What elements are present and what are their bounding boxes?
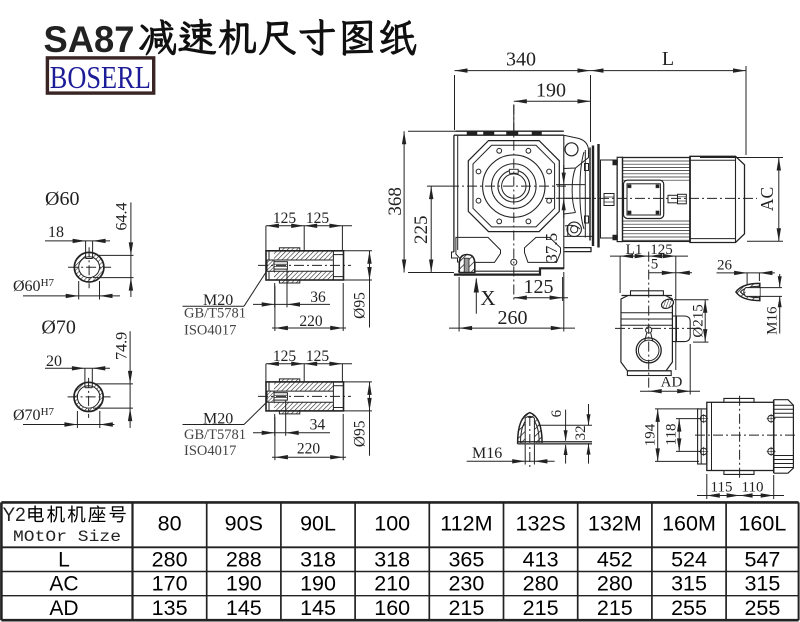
svg-text:132M: 132M	[588, 512, 642, 536]
svg-text:135: 135	[152, 596, 188, 620]
svg-text:190: 190	[226, 572, 262, 596]
svg-text:112M: 112M	[440, 512, 492, 536]
svg-text:125: 125	[650, 242, 673, 258]
svg-text:GB/T5781: GB/T5781	[184, 427, 246, 443]
svg-text:5: 5	[651, 257, 659, 273]
svg-text:280: 280	[597, 572, 633, 596]
svg-text:80: 80	[158, 512, 182, 536]
svg-text:194: 194	[642, 423, 658, 446]
svg-text:260: 260	[498, 307, 528, 329]
svg-text:32: 32	[573, 425, 589, 440]
svg-text:315: 315	[744, 572, 780, 596]
svg-text:18: 18	[48, 224, 64, 241]
svg-text:Ø95: Ø95	[352, 420, 369, 447]
svg-text:ISO4017: ISO4017	[184, 323, 236, 339]
svg-text:BOSERL: BOSERL	[50, 59, 151, 95]
svg-text:452: 452	[597, 548, 633, 572]
svg-text:368: 368	[385, 187, 406, 216]
svg-text:255: 255	[671, 596, 707, 620]
svg-text:220: 220	[297, 441, 321, 458]
svg-text:Y2: Y2	[3, 505, 26, 526]
svg-text:L1: L1	[626, 242, 643, 258]
svg-text:125: 125	[306, 348, 330, 365]
svg-text:GB/T5781: GB/T5781	[184, 306, 246, 322]
svg-text:34: 34	[310, 416, 326, 433]
svg-text:115: 115	[711, 480, 733, 496]
svg-text:280: 280	[152, 548, 188, 572]
svg-text:340: 340	[506, 48, 536, 70]
svg-text:M16: M16	[765, 306, 781, 335]
svg-text:AC: AC	[757, 187, 777, 211]
svg-text:170: 170	[152, 572, 188, 596]
svg-text:SA87: SA87	[44, 19, 135, 60]
svg-text:Ø60: Ø60	[45, 188, 79, 210]
svg-text:160L: 160L	[738, 512, 786, 536]
svg-text:318: 318	[374, 548, 410, 572]
svg-text:L: L	[662, 48, 674, 70]
svg-text:ISO4017: ISO4017	[184, 443, 236, 459]
svg-text:547: 547	[744, 548, 780, 572]
svg-text:36: 36	[310, 289, 326, 306]
svg-text:190: 190	[536, 80, 566, 102]
svg-text:125: 125	[273, 348, 297, 365]
svg-text:125: 125	[273, 210, 297, 227]
svg-text:210: 210	[374, 572, 410, 596]
svg-text:37.5: 37.5	[542, 233, 561, 263]
svg-text:315: 315	[671, 572, 707, 596]
svg-text:288: 288	[226, 548, 262, 572]
svg-text:Ø95: Ø95	[352, 292, 369, 319]
svg-text:X: X	[480, 286, 495, 310]
svg-text:Ø215: Ø215	[691, 304, 707, 337]
svg-text:365: 365	[448, 548, 484, 572]
svg-text:230: 230	[448, 572, 484, 596]
svg-text:74.9: 74.9	[114, 332, 131, 360]
svg-text:215: 215	[523, 596, 559, 620]
svg-text:413: 413	[523, 548, 559, 572]
svg-text:6: 6	[549, 409, 565, 417]
svg-text:190: 190	[300, 572, 336, 596]
svg-text:145: 145	[226, 596, 262, 620]
svg-text:160M: 160M	[662, 512, 716, 536]
svg-text:90S: 90S	[225, 512, 263, 536]
svg-text:110: 110	[742, 480, 764, 496]
svg-text:M20: M20	[203, 292, 233, 309]
svg-text:225: 225	[411, 216, 432, 245]
svg-text:160: 160	[374, 596, 410, 620]
svg-text:280: 280	[523, 572, 559, 596]
svg-text:L: L	[58, 549, 70, 572]
svg-text:100: 100	[374, 512, 410, 536]
svg-text:524: 524	[671, 548, 707, 572]
svg-text:125: 125	[306, 210, 330, 227]
svg-text:AC: AC	[49, 573, 78, 596]
svg-text:125: 125	[524, 276, 554, 298]
svg-text:20: 20	[46, 353, 62, 370]
svg-text:26: 26	[717, 258, 733, 274]
svg-text:145: 145	[300, 596, 336, 620]
svg-text:M16: M16	[472, 445, 502, 462]
svg-text:64.4: 64.4	[114, 203, 131, 231]
svg-text:118: 118	[663, 424, 679, 446]
svg-text:90L: 90L	[300, 512, 336, 536]
svg-text:AD: AD	[49, 597, 78, 620]
svg-text:215: 215	[597, 596, 633, 620]
svg-text:220: 220	[299, 313, 323, 330]
svg-text:132S: 132S	[515, 512, 565, 536]
svg-text:M20: M20	[203, 411, 233, 428]
svg-text:255: 255	[744, 596, 780, 620]
svg-text:AD: AD	[661, 375, 683, 391]
svg-text:MOtOr Size: MOtOr Size	[13, 528, 121, 546]
svg-text:Ø70: Ø70	[41, 317, 75, 339]
svg-text:318: 318	[300, 548, 336, 572]
svg-text:215: 215	[448, 596, 484, 620]
